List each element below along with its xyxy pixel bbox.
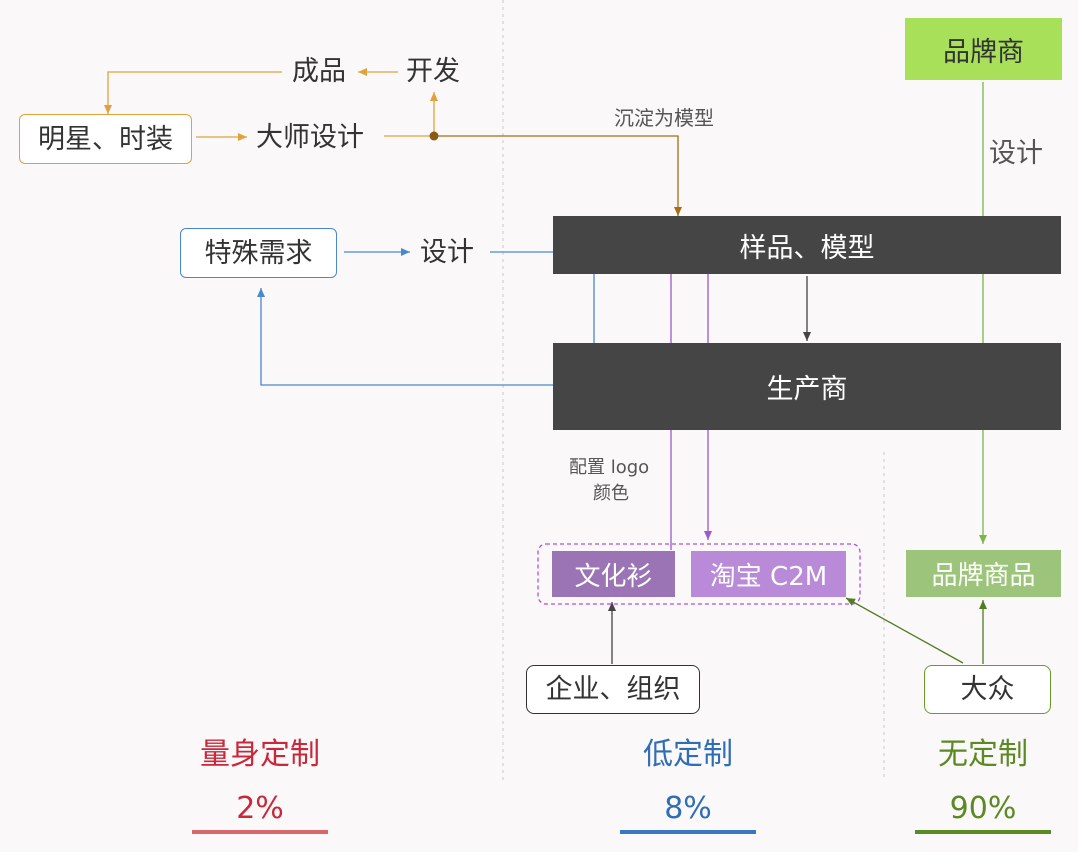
label-peizhi-logo: 配置 logo: [569, 457, 650, 478]
bar-yangpin: 样品、模型: [553, 216, 1061, 274]
node-wenhuashan-label: 文化衫: [574, 561, 653, 592]
node-qiye-label: 企业、组织: [545, 674, 681, 705]
category-percent-2: 8%: [664, 791, 712, 826]
arrow-chendian-to-yangpin: [434, 135, 682, 216]
node-mingxing-box: 明星、时装: [19, 114, 192, 164]
category-label-1: 量身定制: [200, 737, 320, 772]
junction-dot-orange: [429, 131, 439, 141]
category-underline-2: [620, 830, 756, 834]
node-dazhong-label: 大众: [960, 674, 1015, 705]
arrow-shengchan-to-teshu: [257, 288, 594, 386]
bar-yangpin-label: 样品、模型: [739, 232, 875, 264]
node-teshu-box: 特殊需求: [180, 228, 337, 278]
node-chengpin: 成品: [292, 56, 346, 87]
label-chendian: 沉淀为模型: [614, 106, 714, 130]
category-underline-3: [915, 830, 1051, 834]
low-custom-group-box: [537, 543, 861, 605]
label-sheji-green: 设计: [989, 138, 1043, 169]
node-wenhuashan: 文化衫: [552, 551, 675, 597]
category-percent-3: 90%: [949, 791, 1017, 826]
node-dazhong-box: 大众: [924, 665, 1051, 714]
node-pinpaishangpin: 品牌商品: [906, 550, 1061, 597]
node-mingxing-label: 明星、时装: [38, 123, 173, 155]
category-label-2: 低定制: [643, 737, 733, 772]
node-pinpaishangpin-label: 品牌商品: [931, 561, 1036, 591]
bar-shengchan-label: 生产商: [766, 374, 848, 405]
category-percent-1: 2%: [236, 791, 284, 826]
node-teshu-label: 特殊需求: [204, 237, 313, 269]
node-sheji-blue: 设计: [420, 237, 474, 268]
node-kaifa: 开发: [406, 56, 460, 87]
category-label-3: 无定制: [938, 737, 1028, 772]
node-pinpaishang: 品牌商: [905, 18, 1062, 80]
node-pinpaishang-label: 品牌商: [943, 36, 1024, 68]
node-dashi: 大师设计: [256, 122, 364, 153]
label-peizhi-color: 颜色: [593, 483, 629, 504]
arrow-chengpin-to-mingxing: [104, 71, 282, 114]
node-taobao: 淘宝 C2M: [691, 551, 846, 597]
category-underline-1: [192, 830, 328, 834]
arrow-dazhong-to-taobao: [845, 597, 964, 664]
node-qiye-box: 企业、组织: [526, 665, 700, 714]
bar-shengchan: 生产商: [553, 343, 1061, 430]
node-taobao-label: 淘宝 C2M: [709, 561, 828, 592]
